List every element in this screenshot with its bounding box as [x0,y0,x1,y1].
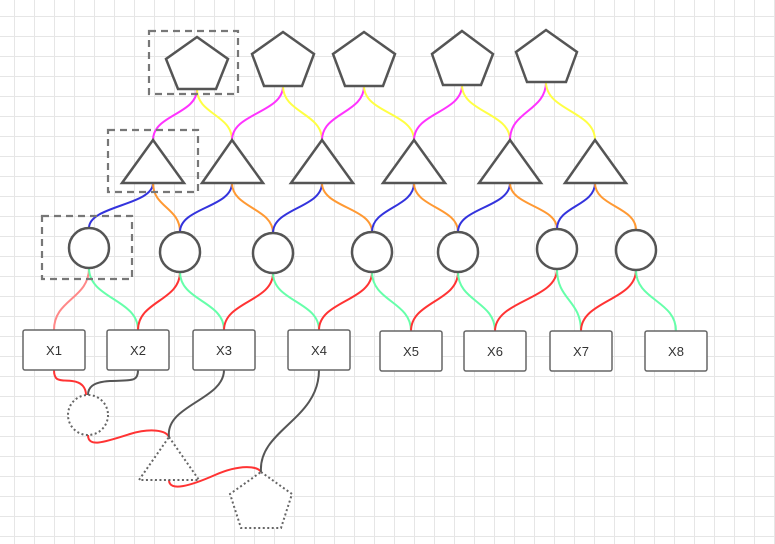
edge-mint [457,271,496,332]
edge-blue [88,182,154,229]
leaf-x5[interactable]: X5 [379,330,443,372]
leaf-x2[interactable]: X2 [106,329,170,371]
edge-red-x1 [53,369,87,396]
leaf-x2-label: X2 [130,343,146,358]
triangle-node-5[interactable] [476,137,544,185]
leaf-x1-label: X1 [46,343,62,358]
edge-red [318,271,373,331]
edge-dark-x2 [87,369,139,396]
edge-mint [556,268,582,332]
triangle-node-3[interactable] [288,137,356,185]
edge-mint [88,267,139,331]
dotted-pentagon-node[interactable] [228,470,294,529]
edge-orange [413,182,459,233]
edge-orange [152,182,181,233]
edge-yellow [461,84,511,141]
edge-red [137,271,181,331]
pentagon-node-1[interactable] [164,35,230,91]
pentagon-node-4[interactable] [430,29,495,87]
leaf-x8-label: X8 [668,344,684,359]
circle-node-6[interactable] [535,227,579,271]
triangle-node-2[interactable] [199,137,266,185]
edge-orange [509,182,558,230]
edge-blue [371,182,415,233]
circle-node-3[interactable] [251,231,295,275]
edge-mint [635,269,677,332]
selection-box-triangle[interactable] [106,128,200,194]
circle-node-1[interactable] [67,226,111,270]
circle-node-2[interactable] [158,230,202,274]
circle-node-4[interactable] [350,230,394,274]
leaf-row: X1 X2 X3 X4 X5 X6 X7 X8 [22,329,708,372]
edge-orange [594,182,637,231]
leaf-x7-label: X7 [573,344,589,359]
circle-node-5[interactable] [436,230,480,274]
leaf-x8[interactable]: X8 [644,330,708,372]
leaf-x3[interactable]: X3 [192,329,256,371]
leaf-x3-label: X3 [216,343,232,358]
edge-magenta [509,81,547,141]
dotted-circle-node[interactable] [67,394,109,436]
triangle-node-6[interactable] [562,137,629,185]
edges-layer [53,81,677,488]
pentagon-node-2[interactable] [250,30,316,88]
edge-yellow [196,88,233,141]
edge-mint [371,271,412,332]
edge-red [410,271,459,332]
leaf-x6-label: X6 [487,344,503,359]
edge-yellow [363,85,415,141]
leaf-x4[interactable]: X4 [287,329,351,371]
selection-box-circle[interactable] [40,214,134,281]
edge-magenta [413,84,463,141]
edge-red [494,268,558,332]
edge-blue [556,182,596,230]
circle-row [67,226,658,275]
edge-orange [321,182,373,233]
edge-red [223,272,274,331]
edge-blue [457,182,511,233]
triangle-row [119,137,629,185]
edge-magenta [231,85,284,141]
edge-magenta [321,85,365,141]
edge-blue [179,182,233,233]
edge-red-circle [87,429,170,444]
leaf-x5-label: X5 [403,344,419,359]
dotted-triangle-node[interactable] [137,435,201,481]
leaf-x7[interactable]: X7 [549,330,613,372]
edge-magenta [152,88,198,141]
edge-pink [53,267,90,331]
pentagon-node-3[interactable] [331,30,397,88]
edge-red-triangle [168,466,262,488]
edge-blue [272,182,323,234]
composed-shapes [67,394,294,529]
circle-node-7[interactable] [614,228,658,272]
triangle-node-1[interactable] [119,137,187,185]
leaf-x6[interactable]: X6 [463,330,527,372]
selection-box-pentagon[interactable] [147,29,240,96]
edge-yellow [545,81,596,141]
edge-mint [179,271,225,331]
edge-red [580,269,637,332]
edge-mint [272,272,320,331]
pentagon-node-5[interactable] [514,28,579,84]
leaf-x4-label: X4 [311,343,327,358]
edge-orange [231,182,274,234]
triangle-node-4[interactable] [380,137,448,185]
edge-dark-x4 [259,369,320,473]
edge-yellow [282,85,323,141]
leaf-x1[interactable]: X1 [22,329,86,371]
edge-dark-x3 [167,369,225,438]
pentagon-row [164,28,579,91]
